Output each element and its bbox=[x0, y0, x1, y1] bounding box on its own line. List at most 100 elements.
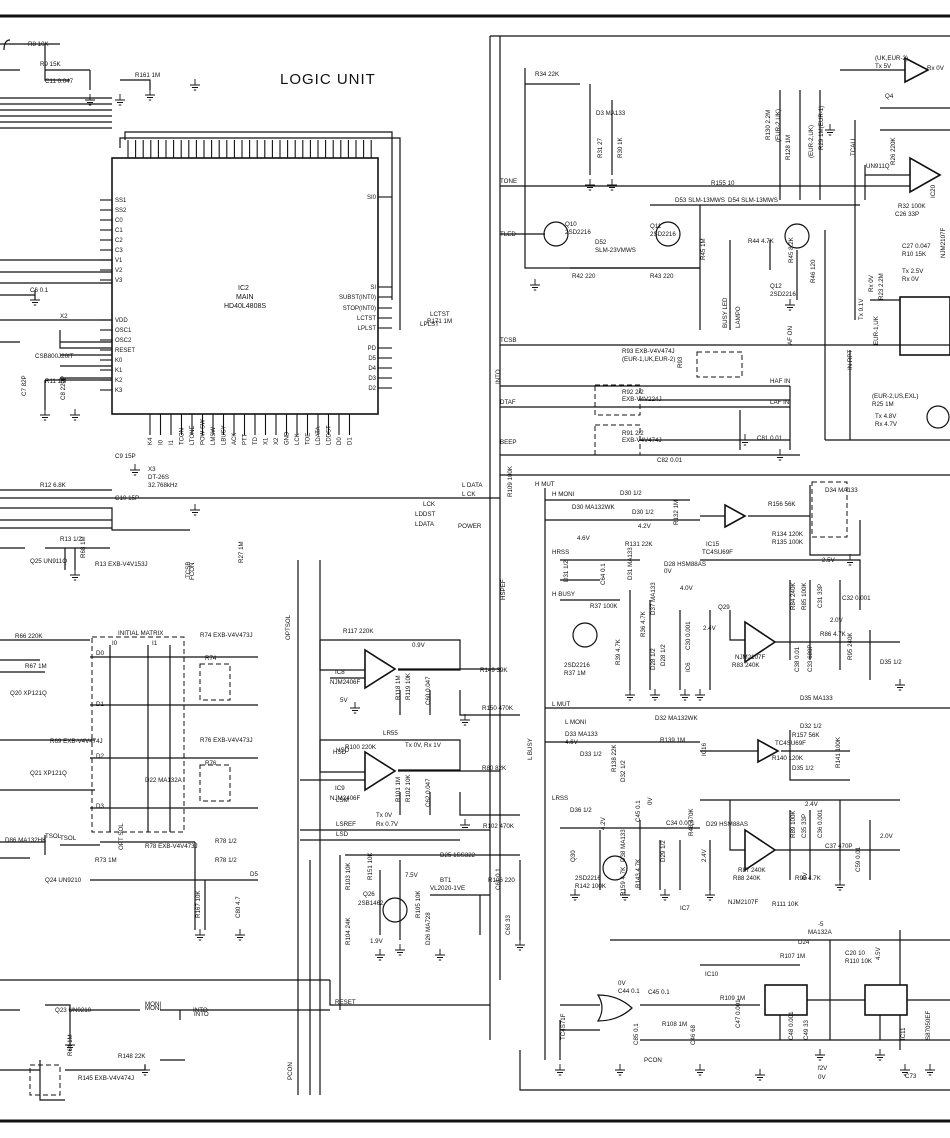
component-label: D35 1/2 bbox=[880, 659, 902, 666]
component-label: 2SD2216 bbox=[770, 291, 796, 298]
component-label: C62 0.047 bbox=[425, 778, 432, 807]
component-label: R138 22K bbox=[611, 744, 618, 772]
main-ic-right-pin-label: D5 bbox=[368, 356, 376, 362]
main-ic-bottom-pin-label: TD bbox=[253, 436, 259, 445]
component-label: C31 33P bbox=[817, 584, 824, 608]
signal-label: BEEP bbox=[500, 439, 517, 446]
right-edge-ic bbox=[899, 296, 950, 356]
component-label: R143 4.7K bbox=[635, 858, 642, 888]
component-label: R11 1M bbox=[45, 378, 66, 385]
component-label: R45 8.2K bbox=[788, 236, 795, 263]
component-label: IC9 bbox=[335, 785, 345, 792]
signal-label: LDATA bbox=[415, 521, 435, 528]
component-label: Q23 UN9210 bbox=[55, 1007, 92, 1014]
signal-label: RESET bbox=[335, 999, 356, 1006]
signal-label: FCON bbox=[189, 562, 196, 580]
signal-label: LCK bbox=[423, 501, 436, 508]
component-label: C60 0.047 bbox=[425, 676, 432, 705]
component-label: D53 SLM-13MWS bbox=[675, 197, 725, 204]
component-label: 0V bbox=[818, 1074, 826, 1081]
main-ic-bottom-pin-label: LCK bbox=[295, 433, 301, 445]
main-ic-left-pin-label: SS2 bbox=[115, 208, 127, 214]
signal-label: H MONI bbox=[552, 491, 575, 498]
component-label: MONI bbox=[145, 1005, 161, 1012]
signal-label: LSD bbox=[336, 831, 349, 838]
component-label: C20 10 bbox=[845, 950, 866, 957]
component-label: 4.6V bbox=[577, 535, 591, 542]
signal-label: INTO bbox=[194, 1011, 209, 1018]
ground-symbol bbox=[607, 179, 617, 191]
component-label: Q20 XP121Q bbox=[10, 690, 47, 697]
main-ic-right-pin-label: PD bbox=[368, 346, 377, 352]
ground-symbol bbox=[190, 504, 200, 516]
component-label: R105 10K bbox=[415, 890, 422, 918]
main-ic-left-pin-label: K2 bbox=[115, 378, 123, 384]
signal-label: IN RPT bbox=[847, 349, 854, 370]
component-label: R110 10K bbox=[845, 958, 873, 965]
component-label: Q26 bbox=[363, 891, 375, 898]
ic9-opamp bbox=[364, 750, 397, 792]
component-label: (EUR-2,UK) bbox=[808, 125, 815, 158]
main-ic-right-pins: SI0SISUBST(INT0)STOP(INT0)LCTSTLPLSTPDD5… bbox=[339, 195, 392, 392]
ground-symbol bbox=[435, 949, 445, 961]
component-label: R88 240K bbox=[733, 875, 761, 882]
component-label: C8 220P bbox=[60, 376, 67, 400]
component-label: R45 1M bbox=[700, 238, 707, 260]
main-ic-left-pin-label: V1 bbox=[115, 258, 123, 264]
ground-symbol bbox=[695, 689, 705, 701]
component-label: R37 100K bbox=[590, 603, 618, 610]
middle-blocks bbox=[297, 560, 521, 1095]
component-label: IC15 bbox=[706, 541, 720, 548]
component-label: C34 0.001 bbox=[666, 820, 695, 827]
ground-symbol bbox=[570, 889, 580, 901]
component-label: R93 EXB-V4V474J bbox=[622, 348, 675, 355]
main-ic-body bbox=[111, 157, 379, 415]
signal-label: OPT SOL bbox=[118, 823, 125, 850]
component-label: Rx 0V bbox=[868, 274, 875, 292]
ic6-opamp bbox=[744, 620, 777, 664]
component-label: BT1 bbox=[440, 877, 452, 884]
component-label: R74 EXB-V4V473J bbox=[200, 632, 253, 639]
component-label: D35 MA133 bbox=[800, 695, 833, 702]
component-label: R130 2.2M bbox=[765, 110, 772, 140]
component-label: R102 470K bbox=[483, 823, 515, 830]
component-label: IC20 bbox=[930, 184, 937, 198]
ground-symbol bbox=[375, 949, 385, 961]
component-label: C7 82P bbox=[21, 375, 28, 396]
main-ic-left-pins: SS1SS2C0C1C2C3V1V2V3VDDOSC1OSC2RESETK0K1… bbox=[100, 198, 135, 394]
component-label: TC4SU69F bbox=[775, 740, 806, 747]
component-label: Rx 0V bbox=[0, 0, 18, 2]
main-ic-left-pin-label: VDD bbox=[115, 318, 128, 324]
main-ic-bottom-pin-label: D1 bbox=[348, 437, 354, 445]
main-ic-name: MAIN bbox=[236, 294, 254, 301]
component-label: C45 0.1 bbox=[648, 989, 670, 996]
component-label: C33 680P bbox=[807, 644, 814, 672]
component-label: NJM2107F bbox=[728, 899, 758, 906]
signal-label: LAF IN bbox=[770, 399, 789, 406]
signal-label: INTO bbox=[495, 369, 502, 384]
component-label: R93 bbox=[677, 356, 684, 368]
component-label: EXB-V4V224J bbox=[622, 396, 662, 403]
component-label: Q29 bbox=[718, 604, 730, 611]
component-label: f2V bbox=[818, 1065, 828, 1072]
component-label: IC10 bbox=[705, 971, 719, 978]
ground-symbol bbox=[130, 464, 140, 476]
main-ic-bottom-pin-label: D0 bbox=[337, 437, 343, 445]
component-label: R156 56K bbox=[768, 501, 796, 508]
ground-symbols bbox=[30, 79, 935, 1081]
component-label: R92 2/2 bbox=[622, 389, 644, 396]
component-label: D28 1/2 bbox=[660, 644, 667, 666]
component-label: R117 220K bbox=[343, 628, 374, 635]
component-label: R10 15K bbox=[902, 251, 927, 258]
component-label: R42 220 bbox=[572, 273, 596, 280]
main-ic-bottom-pin-label: X2 bbox=[274, 437, 280, 445]
component-label: R29 1M(EUR-1) bbox=[818, 106, 825, 150]
component-label: D26 MA728 bbox=[425, 912, 432, 945]
component-label: D37 MA133 bbox=[650, 582, 657, 615]
signal-label: OPTSOL bbox=[285, 614, 292, 640]
component-label: C80 4.7 bbox=[235, 896, 242, 918]
main-ic-bottom-pin-label: POW SW bbox=[201, 419, 207, 445]
component-label: I0 bbox=[112, 640, 118, 647]
ground-symbol bbox=[30, 294, 40, 306]
